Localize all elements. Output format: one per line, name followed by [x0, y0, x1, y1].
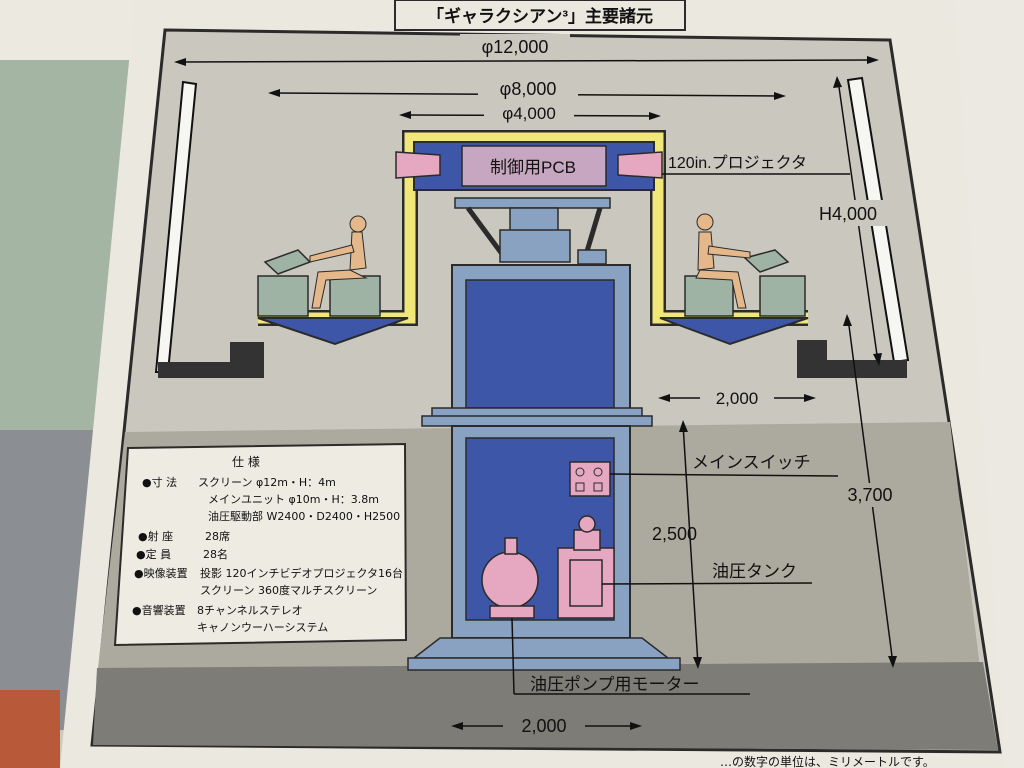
spec-bullet: ●定 員 [136, 547, 171, 561]
main-switch-label: メインスイッチ [692, 453, 811, 472]
console-right-top [743, 249, 790, 273]
switch-knob [593, 482, 603, 492]
dim-arrow [888, 656, 897, 668]
screen-foot-right [797, 360, 907, 378]
oil-tank-label: 油圧タンク [712, 562, 797, 581]
platform-left [257, 317, 409, 346]
dim-arrow [679, 420, 688, 432]
left-page-red-floor [0, 690, 60, 768]
platform-right [659, 317, 809, 346]
leader-pump-motor [511, 617, 515, 695]
dim-line-outer-width [177, 59, 876, 63]
pump-motor-label: 油圧ポンプ用モーター [530, 675, 700, 694]
spec-bullet: ●射 座 [138, 529, 173, 543]
tower-upper-window [465, 279, 615, 409]
switch-knob [593, 467, 603, 477]
ground-slab [93, 662, 998, 750]
dim-unit-width: φ4,000 [502, 104, 556, 123]
dim-arrow [693, 657, 702, 669]
dim-ring-width: φ8,000 [500, 79, 557, 99]
pcb-label: 制御用PCB [490, 158, 576, 177]
pcb-box [461, 145, 607, 187]
spec-line: スクリーン φ12m・H：4m [198, 476, 336, 489]
dim-total-height: 3,700 [847, 485, 892, 505]
dim-arrow [873, 353, 882, 366]
dim-arrow [843, 314, 852, 326]
spec-line: 8チャンネルステレオ [197, 604, 303, 617]
dim-outer-width: φ12,000 [482, 37, 549, 57]
spec-bullet: ●寸 法 [142, 475, 177, 489]
spec-bullet: ●映像装置 [134, 567, 188, 580]
dim-arrow [630, 722, 642, 730]
dim-arrow [804, 394, 816, 402]
spec-line: メインユニット φ10m・H：3.8m [208, 493, 379, 506]
tower-footing [407, 657, 681, 671]
dim-bg [700, 386, 774, 408]
dim-arrow [833, 76, 842, 88]
seat-right [684, 275, 734, 317]
diagram-title: 「ギャラクシアン³」主要諸元 [427, 6, 653, 26]
oil-tank-cap [573, 529, 601, 551]
console-left [257, 275, 309, 317]
spec-line: スクリーン 360度マルチスクリーン [200, 583, 377, 597]
switch-knob [575, 482, 585, 492]
dim-line-unit-height [682, 423, 699, 666]
dim-unit-height: 2,500 [652, 524, 697, 544]
footer-note: …の数字の単位は、ミリメートルです。 [720, 754, 935, 768]
dim-arrow [658, 394, 670, 402]
console-right [759, 275, 806, 317]
tower-base [411, 637, 671, 659]
dim-bg [478, 78, 578, 100]
leader-oil-tank [601, 582, 813, 585]
dim-bg [830, 483, 910, 507]
projector-left [395, 151, 441, 179]
dim-bg [484, 102, 574, 122]
spec-line: 28席 [205, 529, 230, 543]
dim-bg [460, 34, 570, 58]
title-tab [394, 0, 686, 31]
left-page-top [0, 0, 140, 60]
dim-arrow [867, 56, 879, 64]
oil-tank-valve [578, 515, 596, 533]
projector-right [617, 151, 663, 179]
projector-label: 120in.プロジェクタ [668, 154, 807, 172]
dim-arrow [774, 92, 786, 100]
person-left [309, 215, 368, 309]
dim-gap-right: 2,000 [716, 389, 759, 408]
pump-motor-nozzle [504, 537, 518, 555]
screen-foot-left [158, 362, 264, 378]
dim-arrow [451, 722, 463, 730]
spec-line: 油圧駆動部 W2400・D2400・H2500 [208, 509, 400, 523]
switch-knob [575, 467, 585, 477]
specs-box [113, 442, 408, 647]
actuator-left [465, 206, 508, 260]
spec-line: 28名 [203, 547, 228, 561]
rig-plate [454, 197, 611, 209]
dim-screen-height: H4,000 [819, 204, 877, 224]
oil-tank-panel [569, 559, 603, 607]
dim-bg [503, 713, 585, 737]
dim-arrow [268, 89, 280, 97]
spec-line: 投影 120インチビデオプロジェクタ16台 [200, 566, 403, 580]
dim-bg [808, 200, 888, 226]
person-right [695, 213, 751, 309]
spec-bullet: ●音響装置 [132, 603, 186, 617]
dim-arrow [649, 112, 661, 120]
oil-tank [557, 547, 615, 619]
dim-base-width: 2,000 [521, 716, 566, 736]
dim-arrow [174, 58, 186, 66]
pump-motor-base [489, 605, 535, 619]
spec-line: キャノンウーハーシステム [197, 621, 328, 634]
seat-left [329, 275, 381, 317]
dim-arrow [399, 111, 411, 119]
tower-flange-lower [421, 415, 653, 427]
specs-heading: 仕 様 [232, 455, 260, 469]
pump-motor [481, 551, 539, 609]
rig-block [577, 249, 607, 265]
leader-main-switch [609, 473, 839, 477]
rig-base [499, 229, 571, 263]
